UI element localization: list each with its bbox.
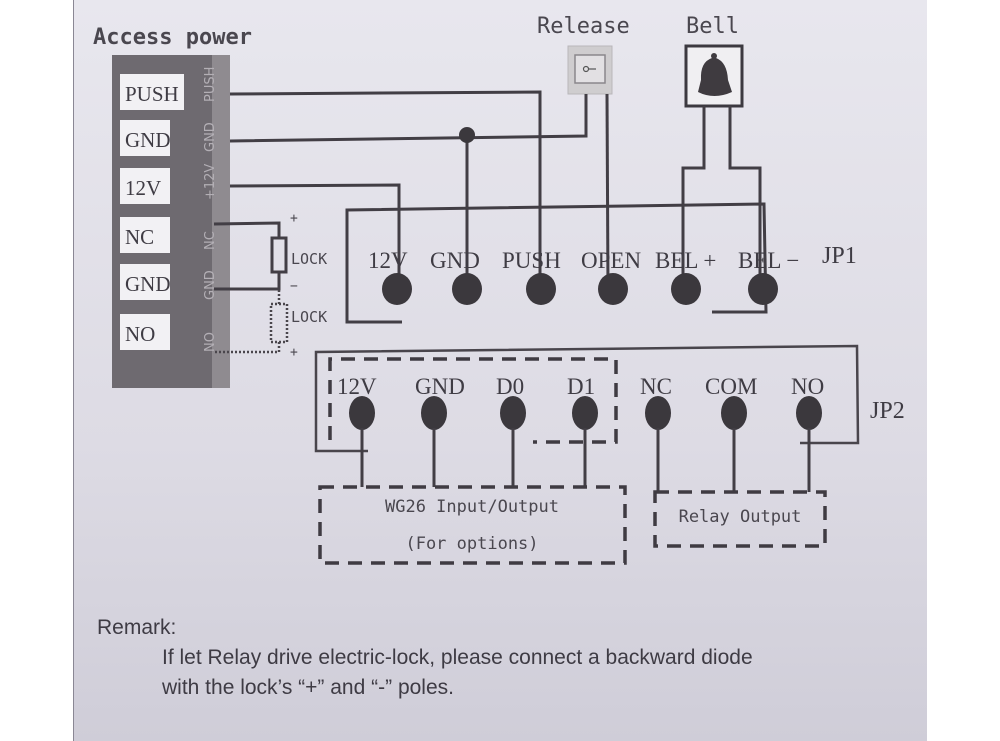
terminal-side-label: GND [203, 270, 218, 300]
wg26-label: WG26 Input/Output [385, 497, 559, 517]
jp1-pin-label: BEL + [655, 248, 716, 273]
relay-output-box [653, 490, 827, 548]
plus-sign: + [290, 211, 298, 226]
jp2-pin-terminal [572, 396, 598, 430]
release-button-icon [567, 45, 613, 95]
jp2-connector: 12V GND D0 D1 NC COM NO [314, 344, 860, 492]
jp2-pin-terminal [500, 396, 526, 430]
terminal-label-box [120, 120, 170, 156]
jp1-pin-label: GND [430, 248, 480, 273]
lock-symbol-dashed [269, 302, 289, 344]
jp2-pin-label: GND [415, 374, 465, 399]
jp2-pin-terminal [645, 396, 671, 430]
terminal-label-box [120, 314, 170, 350]
junction-dot [459, 127, 475, 143]
jp1-label: JP1 [822, 243, 857, 269]
terminal-label: GND [125, 272, 171, 296]
lock-symbol [270, 236, 288, 274]
wg26-sublabel: (For options) [405, 534, 538, 554]
jp1-pin-label: PUSH [502, 248, 561, 273]
jp1-pin-terminal [526, 273, 556, 305]
terminal-label-box [120, 264, 170, 300]
remark-heading: Remark: [97, 616, 176, 639]
terminal-label-box [120, 74, 184, 110]
minus-sign: − [290, 279, 298, 294]
diagram-title: Access power [93, 25, 252, 50]
jp2-pin-label: NC [640, 374, 672, 399]
jp2-label: JP2 [870, 398, 905, 424]
remark-line-1: If let Relay drive electric-lock, please… [162, 646, 753, 669]
jp1-pin-terminal [748, 273, 778, 305]
terminal-label-box [120, 168, 170, 204]
lock-label: LOCK [291, 250, 327, 268]
terminal-side-label: PUSH [203, 67, 218, 102]
relay-output-label: Relay Output [679, 507, 802, 527]
jp1-pin-label: 12V [368, 248, 408, 273]
jp2-pin-terminal [796, 396, 822, 430]
terminal-side-label: GND [203, 122, 218, 152]
wg26-box [318, 485, 627, 565]
terminal-label: GND [125, 128, 171, 152]
power-wires [213, 90, 762, 354]
terminal-side-label: NO [203, 332, 218, 352]
release-label: Release [537, 14, 630, 39]
jp2-pin-label: NO [791, 374, 824, 399]
terminal-label: PUSH [125, 82, 179, 106]
jp1-pin-terminal [598, 273, 628, 305]
access-power-terminal-block: PUSH GND 12V NC GND NO PUSH GND +12V NC GND NO [112, 55, 230, 388]
jp1-pin-terminal [452, 273, 482, 305]
remark-line-2: with the lock’s “+” and “-” poles. [161, 676, 454, 699]
jp2-pin-label: COM [705, 374, 757, 399]
jp2-pin-terminal [349, 396, 375, 430]
terminal-side-label: NC [203, 231, 218, 250]
jp2-pin-terminal [421, 396, 447, 430]
jp1-pin-label: BEL − [738, 248, 799, 273]
terminal-label: 12V [125, 176, 161, 200]
terminal-block-edge [212, 55, 230, 388]
jp1-pin-label: OPEN [581, 248, 641, 273]
bell-icon [684, 44, 744, 108]
terminal-label: NO [125, 322, 155, 346]
jp2-pin-terminal [721, 396, 747, 430]
bell-label: Bell [686, 14, 739, 39]
lock-label-dashed: LOCK [291, 308, 327, 326]
jp2-pin-label: D0 [496, 374, 524, 399]
plus-sign: + [290, 345, 298, 360]
terminal-side-label: +12V [203, 164, 218, 200]
terminal-label: NC [125, 225, 154, 249]
terminal-label-box [120, 217, 170, 253]
jp1-pin-terminal [671, 273, 701, 305]
jp2-pin-label: 12V [337, 374, 377, 399]
jp1-connector: 12V GND PUSH OPEN BEL + BEL − [345, 202, 799, 324]
jp1-pin-terminal [382, 273, 412, 305]
jp2-pin-label: D1 [567, 374, 595, 399]
